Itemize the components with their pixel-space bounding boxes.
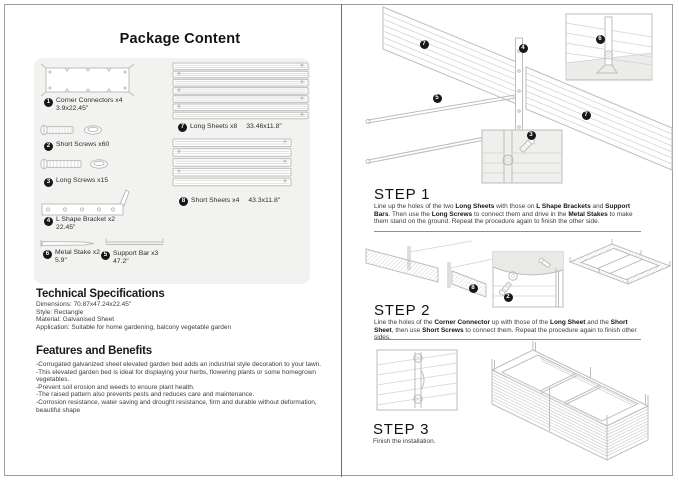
step2-diagram <box>365 239 672 308</box>
step2-partial-assembly-art <box>365 240 513 298</box>
part-label: L Shape Bracket x2 <box>56 216 116 223</box>
diagram-badge-long-sheet: 7 <box>581 110 591 120</box>
spec-material: Material: Galvanised Sheet <box>36 316 115 324</box>
feature-line: -Corrosion resistance, water saving and … <box>36 398 317 414</box>
corner-connector-drawing <box>40 63 135 97</box>
part-label: Short Sheets x4 <box>191 197 240 204</box>
diagram-badge-metal-stake: 6 <box>595 34 605 44</box>
feature-line: -Prevent soil erosion and weeds to ensur… <box>36 383 195 391</box>
part-number-badge: 5 <box>101 251 110 260</box>
part-number-badge: 3 <box>44 178 53 187</box>
long-screw-inset <box>481 129 563 184</box>
long-sheet-left-art <box>382 6 520 106</box>
spec-dimensions: Dimensions: 70.87x47.24x22.45" <box>36 301 132 308</box>
part-size: 5.9" <box>55 257 67 264</box>
diagram-badge-l-shape-bracket: 4 <box>518 43 528 53</box>
divider-after-step2 <box>374 339 641 340</box>
short-sheets-drawing <box>172 138 292 187</box>
support-bar-drawing <box>105 238 164 245</box>
features-heading: Features and Benefits <box>36 345 152 357</box>
spec-style: Style: Rectangle <box>36 308 84 316</box>
long-screw-drawing <box>40 158 108 170</box>
part-label: Long Sheets x8 <box>190 123 238 130</box>
diagram-badge-short-screw: 2 <box>503 292 513 302</box>
step1-diagram <box>365 6 673 184</box>
part-label: Long Screws x15 <box>56 177 109 184</box>
pkg-item-short-screws: 2 Short Screws x60 <box>44 141 109 151</box>
part-size: 3.9x22.45" <box>56 105 89 112</box>
step1-heading: STEP 1 <box>374 186 431 203</box>
pkg-item-long-sheets: 7 Long Sheets x8 33.46x11.8" <box>178 122 282 132</box>
feature-line: -Corrugated galvanized sheet elevated ga… <box>36 361 322 368</box>
part-size: 43.3x11.8" <box>248 197 281 204</box>
part-label: Corner Connectors x4 <box>56 97 123 104</box>
part-number-badge: 4 <box>44 217 53 226</box>
part-size: 22.45" <box>56 224 76 231</box>
part-number-badge: 2 <box>44 142 53 151</box>
corner-connector-closeup-art <box>376 349 458 411</box>
step3-diagram <box>376 341 650 461</box>
divider-after-step1 <box>374 231 641 232</box>
step2-text: Line the holes of the Corner Connector u… <box>374 319 637 342</box>
step2-heading: STEP 2 <box>374 302 431 319</box>
step3-heading: STEP 3 <box>373 421 430 438</box>
short-screw-drawing <box>40 124 102 136</box>
part-number-badge: 6 <box>43 250 52 259</box>
part-number-badge: 7 <box>178 123 187 132</box>
step3-text: Finish the installation. <box>373 438 436 445</box>
step1-text: Line up the holes of the two Long Sheets… <box>374 203 633 226</box>
part-label: Short Screws x60 <box>56 141 110 148</box>
pkg-item-long-screws: 3 Long Screws x15 <box>44 177 108 187</box>
metal-stake-drawing <box>40 240 95 247</box>
diagram-badge-support-bar: 5 <box>432 93 442 103</box>
part-size: 33.46x11.8" <box>246 123 282 130</box>
specs-lines: Dimensions: 70.87x47.24x22.45" Style: Re… <box>36 301 326 331</box>
part-label: Metal Stake x2 <box>55 249 100 256</box>
part-number-badge: 1 <box>44 98 53 107</box>
page-title: Package Content <box>119 31 241 47</box>
part-label: Support Bar x3 <box>113 250 159 257</box>
metal-stake-inset <box>565 13 653 81</box>
diagram-badge-short-sheet: 8 <box>468 283 478 293</box>
feature-line: -This elevated garden bed is ideal for d… <box>36 368 317 384</box>
finished-bed-art <box>490 341 650 461</box>
package-parts-art <box>40 62 309 247</box>
specs-heading: Technical Specifications <box>36 288 165 300</box>
page-border <box>4 4 673 476</box>
spec-application: Application: Suitable for home gardening… <box>36 323 232 331</box>
diagram-badge-long-screw: 3 <box>526 130 536 140</box>
feature-line: -The raised pattern also prevents pests … <box>36 391 255 399</box>
long-sheet-right-art <box>525 66 673 171</box>
step2-frame-assembly-art <box>568 239 672 285</box>
diagram-badge-long-sheet: 7 <box>419 39 429 49</box>
long-sheets-drawing <box>172 62 309 120</box>
l-shape-bracket-drawing <box>41 189 130 216</box>
part-number-badge: 8 <box>179 197 188 206</box>
features-lines: -Corrugated galvanized sheet elevated ga… <box>36 361 336 414</box>
pkg-item-short-sheets: 8 Short Sheets x4 43.3x11.8" <box>179 196 280 206</box>
column-divider <box>341 4 342 477</box>
part-size: 47.2" <box>113 258 129 265</box>
